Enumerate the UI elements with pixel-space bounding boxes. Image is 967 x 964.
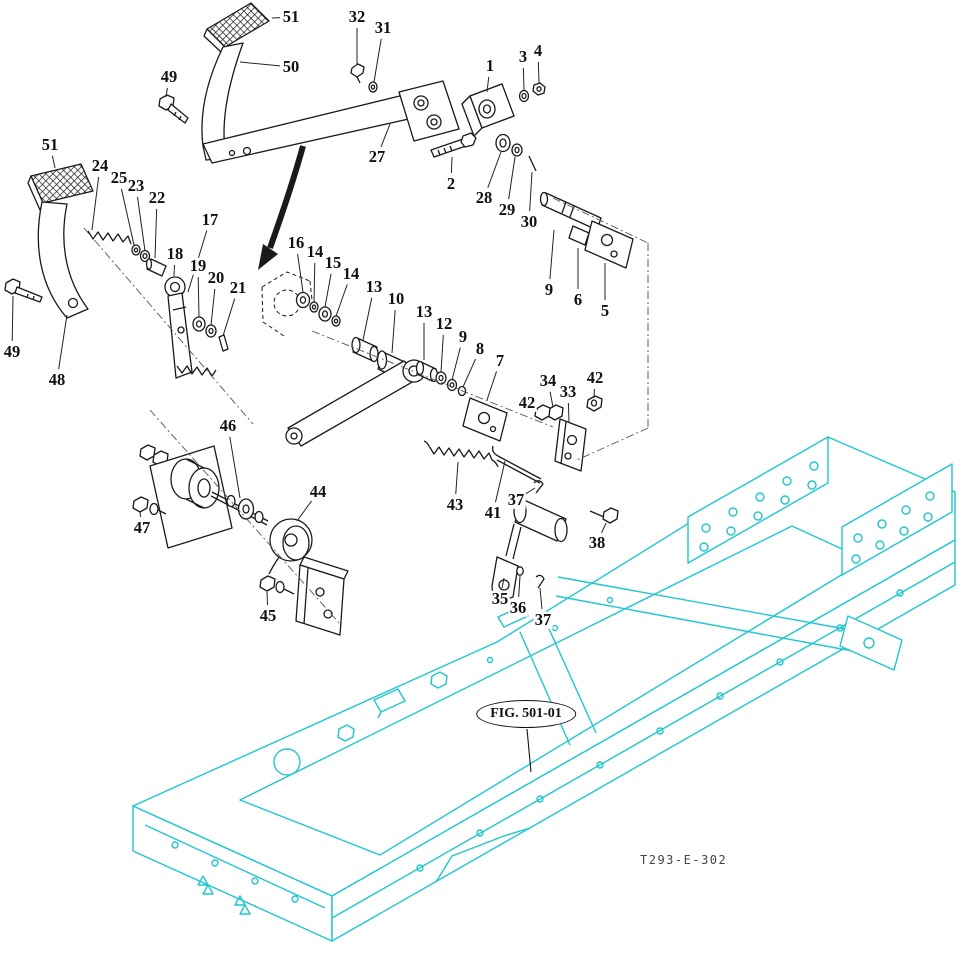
part-callout: 35 [490,588,510,608]
leader-lines-layer [11,17,607,610]
part-callout: 31 [373,17,393,37]
part-callout: 1 [484,55,496,75]
part-callout: 43 [445,494,465,514]
part-callout: 15 [323,252,343,272]
part-callout: 29 [497,199,517,219]
part-callout: 9 [457,326,469,346]
part-callout: 5 [599,300,611,320]
part-callout: 21 [228,277,248,297]
part-callout: 33 [558,381,578,401]
part-callout: 13 [364,276,384,296]
part-callout: 16 [286,232,306,252]
part-callout: 37 [506,489,526,509]
part-callout: 19 [188,255,208,275]
part-callout: 12 [434,313,454,333]
part-callout: 17 [200,209,220,229]
part-callout: 51 [281,6,301,26]
part-callout: 28 [474,187,494,207]
part-callout: 45 [258,605,278,625]
part-callout: 2 [445,173,457,193]
frame-art [132,436,956,942]
part-callout: 42 [517,392,537,412]
part-callout: 18 [165,243,185,263]
part-callout: 46 [218,415,238,435]
part-callout: 22 [147,187,167,207]
part-callout: 14 [305,241,325,261]
diagram-code: T293-E-302 [640,853,728,867]
part-callout: 13 [414,301,434,321]
part-callout: 32 [347,6,367,26]
part-callout: 8 [474,338,486,358]
part-callout: 47 [132,517,152,537]
part-callout: 9 [543,279,555,299]
part-callout: 14 [341,263,361,283]
part-callout: 30 [519,211,539,231]
part-callout: 7 [494,350,506,370]
part-callout: 37 [533,609,553,629]
part-callout: 27 [367,146,387,166]
part-callout: 49 [159,66,179,86]
part-callout: 10 [386,288,406,308]
part-callout: 24 [90,155,110,175]
part-callout: 36 [508,597,528,617]
construction-lines [83,197,649,625]
part-callout: 25 [109,167,129,187]
part-callout: 4 [532,40,544,60]
part-callout: 41 [483,502,503,522]
part-callout: 34 [538,370,558,390]
part-callout: 20 [206,267,226,287]
part-callout: 3 [517,46,529,66]
part-callout: 51 [40,134,60,154]
figure-label-leader [526,728,532,773]
part-callout: 23 [126,175,146,195]
part-callout: 48 [47,369,67,389]
part-callout: 38 [587,532,607,552]
part-callout: 49 [2,341,22,361]
figure-reference-label: FIG. 501-01 [476,700,576,728]
part-callout: 42 [585,367,605,387]
part-callout: 44 [308,481,328,501]
part-callout: 50 [281,56,301,76]
part-callout: 6 [572,289,584,309]
